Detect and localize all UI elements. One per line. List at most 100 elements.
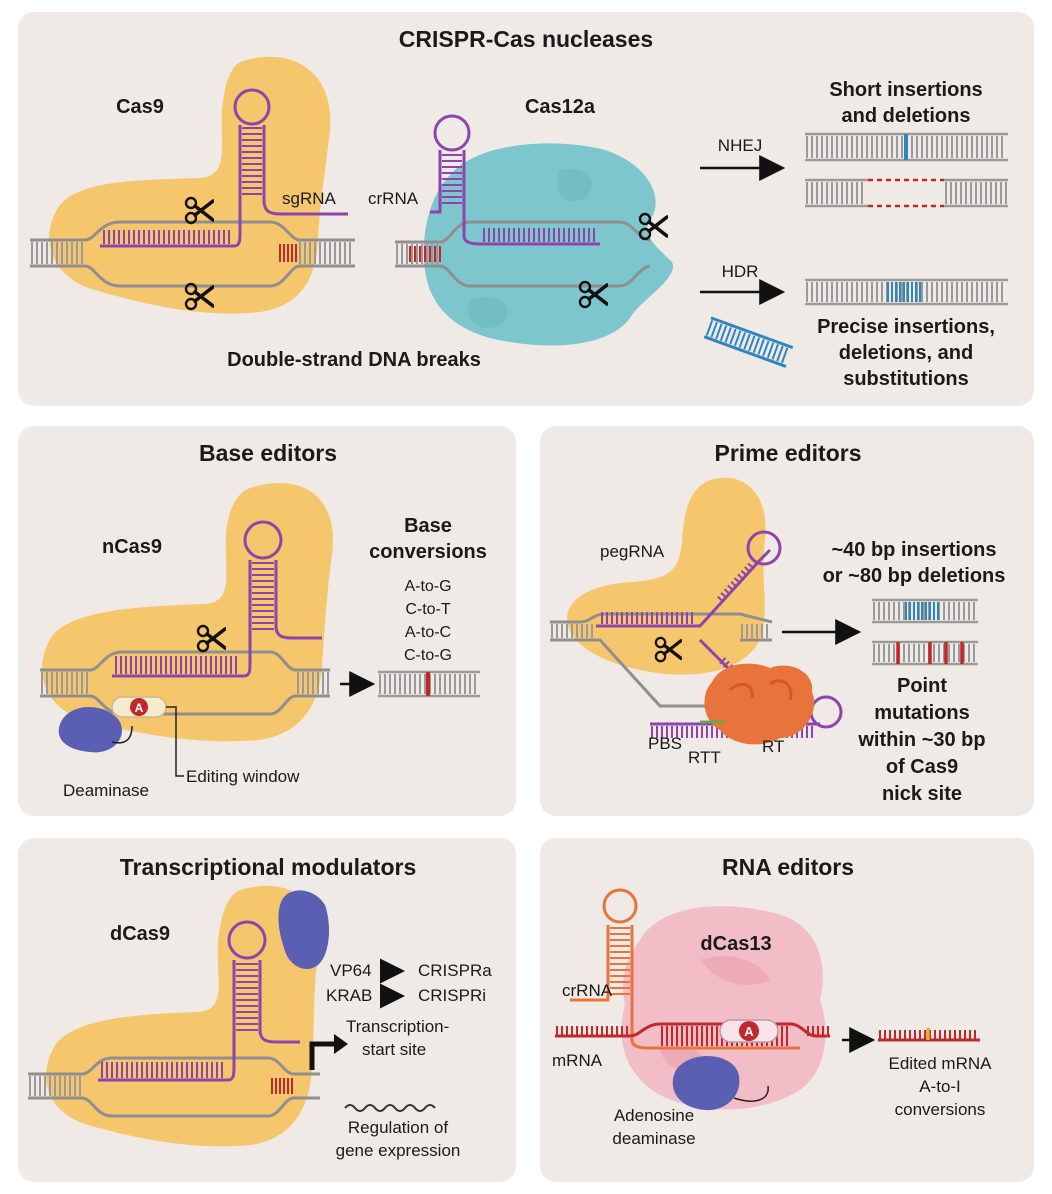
tss-arrowhead bbox=[334, 1034, 348, 1054]
rt-shading bbox=[728, 679, 793, 701]
adenosine-deaminase-blob bbox=[672, 1055, 740, 1111]
adenine-badge bbox=[130, 698, 148, 716]
base-pair-rung bbox=[743, 333, 751, 350]
point-line: of Cas9 bbox=[886, 756, 958, 778]
deaminase-blob bbox=[58, 707, 122, 753]
base-pair-rung bbox=[762, 340, 770, 357]
adenine-badge-letter: A bbox=[744, 1024, 754, 1039]
cas12a-label: Cas12a bbox=[525, 96, 596, 118]
precise-line3: substitutions bbox=[843, 368, 969, 390]
base-pair-rung bbox=[719, 325, 728, 341]
crrna-label: crRNA bbox=[368, 189, 419, 208]
adenine-badge bbox=[739, 1021, 759, 1041]
tss-line2: start site bbox=[362, 1040, 426, 1059]
editing-window-leader bbox=[166, 706, 184, 777]
edited-line2: A-to-I bbox=[919, 1077, 961, 1096]
nhej-label: NHEJ bbox=[718, 136, 762, 155]
deaminase-linker bbox=[111, 725, 133, 744]
rtt-label: RTT bbox=[688, 748, 721, 767]
panel-prime-editors: Prime editors pegRNA PBS RTT RT bbox=[540, 426, 1034, 816]
ncas9-label: nCas9 bbox=[102, 536, 162, 558]
conversion-item: A-to-G bbox=[404, 578, 451, 595]
pegrna-label: pegRNA bbox=[600, 542, 665, 561]
hdr-label: HDR bbox=[722, 262, 759, 281]
base-outcome-dna bbox=[378, 670, 480, 698]
cas9-sgrna bbox=[100, 88, 348, 248]
panel-crispr-cas-nucleases: CRISPR-Cas nucleases Cas9 sgRNA Cas12a bbox=[18, 12, 1034, 406]
edited-mrna bbox=[878, 1028, 980, 1042]
base-pair-rung bbox=[766, 342, 775, 359]
edited-line1: Edited mRNA bbox=[889, 1054, 993, 1073]
base-pair-rung bbox=[771, 344, 779, 360]
precise-line1: Precise insertions, bbox=[817, 316, 995, 338]
rt-label: RT bbox=[762, 737, 784, 756]
tss-line1: Transcription- bbox=[346, 1017, 449, 1036]
conversion-item: A-to-C bbox=[405, 624, 451, 641]
adenosine-line2: deaminase bbox=[612, 1129, 695, 1148]
base-pair-rung bbox=[757, 338, 765, 355]
crispra-label: CRISPRa bbox=[418, 961, 492, 980]
editing-window-label: Editing window bbox=[186, 767, 300, 786]
dcas13-shade bbox=[660, 956, 770, 1072]
adenine-badge-letter: A bbox=[135, 701, 144, 715]
dcas13-label: dCas13 bbox=[700, 933, 771, 955]
conversion-item: C-to-G bbox=[404, 647, 452, 664]
panel-transcriptional-modulators: Transcriptional modulators dCas9 Transcr… bbox=[18, 838, 516, 1182]
panel-rna-editors: RNA editors dCas13 A crRNA mRNA Adenosin… bbox=[540, 838, 1034, 1182]
conversion-item: C-to-T bbox=[405, 601, 451, 618]
panel-base-editors: Base editors nCas9 A Editing window Deam… bbox=[18, 426, 516, 816]
tss-arrow bbox=[309, 1041, 336, 1070]
mrna-label: mRNA bbox=[552, 1051, 603, 1070]
dcas9-label: dCas9 bbox=[110, 923, 170, 945]
base-pair-rung bbox=[748, 335, 756, 352]
base-pair-rung bbox=[705, 320, 714, 336]
rna-crrna bbox=[570, 888, 800, 1050]
vp64-label: VP64 bbox=[330, 961, 372, 980]
panel-title: Transcriptional modulators bbox=[120, 854, 417, 880]
nhej-outcome-deletion bbox=[805, 178, 1008, 208]
point-line: Point bbox=[897, 675, 947, 697]
ncas9-dna bbox=[40, 650, 330, 716]
regulation-line2: gene expression bbox=[336, 1141, 461, 1160]
base-pair-rung bbox=[729, 328, 737, 345]
point-line: mutations bbox=[874, 702, 970, 724]
base-pair-rung bbox=[776, 345, 784, 362]
adenosine-deaminase-linker bbox=[733, 1085, 769, 1102]
base-pair-rung bbox=[715, 323, 723, 340]
panel-title: Prime editors bbox=[715, 440, 862, 466]
short-indels-line1: Short insertions bbox=[829, 79, 982, 101]
base-pair-rung bbox=[724, 326, 732, 343]
edited-line3: conversions bbox=[895, 1100, 986, 1119]
prime-indels-line2: or ~80 bp deletions bbox=[823, 565, 1006, 587]
crispri-label: CRISPRi bbox=[418, 986, 486, 1005]
base-pair-rung bbox=[738, 332, 747, 348]
base-pair-rung bbox=[752, 337, 761, 353]
prime-outcome-point bbox=[872, 640, 978, 666]
nhej-outcome-insertion bbox=[805, 132, 1008, 162]
hdr-outcome bbox=[805, 278, 1008, 306]
donor-dna-template bbox=[703, 316, 794, 368]
panel-background bbox=[540, 426, 1034, 816]
ncas9-sgrna bbox=[112, 520, 322, 678]
base-pair-rung bbox=[710, 321, 718, 338]
cas9-label: Cas9 bbox=[116, 96, 164, 118]
base-pair-rung bbox=[733, 330, 742, 347]
cas12a-crrna bbox=[430, 114, 600, 246]
precise-line2: deletions, and bbox=[839, 342, 973, 364]
krab-label: KRAB bbox=[326, 986, 372, 1005]
point-line: within ~30 bp bbox=[857, 729, 985, 751]
prime-indels-line1: ~40 bp insertions bbox=[831, 539, 996, 561]
regulation-line1: Regulation of bbox=[348, 1118, 448, 1137]
panel-title: CRISPR-Cas nucleases bbox=[399, 26, 653, 52]
deaminase-label: Deaminase bbox=[63, 781, 149, 800]
base-conversions-line1: Base bbox=[404, 515, 452, 537]
panel-title: RNA editors bbox=[722, 854, 854, 880]
prime-outcome-insertion bbox=[872, 598, 978, 624]
adenosine-line1: Adenosine bbox=[614, 1106, 694, 1125]
cas12a-shade bbox=[557, 169, 592, 202]
rna-crrna-label: crRNA bbox=[562, 981, 613, 1000]
dcas9-sgrna bbox=[98, 920, 300, 1082]
effector-domain-blob bbox=[278, 890, 330, 969]
panel-title: Base editors bbox=[199, 440, 337, 466]
